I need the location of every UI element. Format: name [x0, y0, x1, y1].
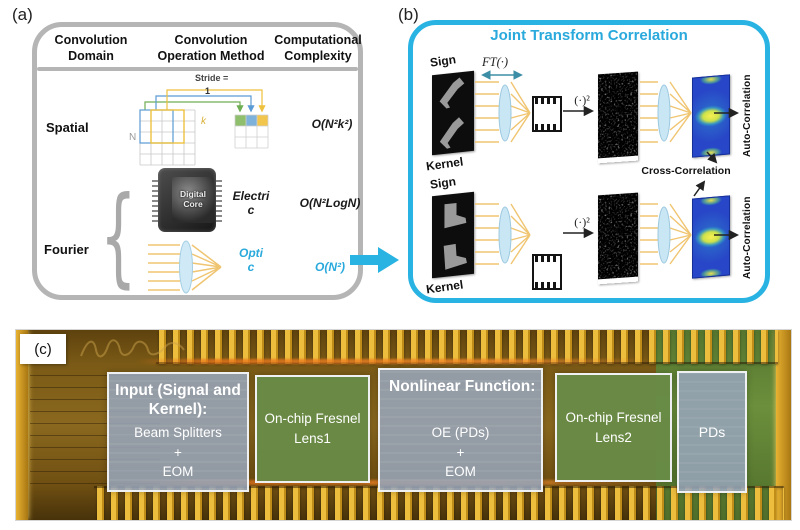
spatial-convolution-diagram: Stride = 1 N k: [129, 73, 269, 166]
chip-die-label: Digital Core: [180, 189, 206, 209]
square-law-label-row2: (·)²: [574, 215, 590, 229]
region-body: OE (PDs) + EOM: [431, 425, 490, 480]
auto-correlation-arrow-icon: [714, 230, 740, 240]
header-separator: [37, 67, 358, 71]
row-label-fourier: Fourier: [44, 242, 89, 257]
lens-stage-icon: [475, 81, 531, 143]
heel-shoe-icon: [439, 77, 465, 109]
region-fresnel-lens1: On-chip Fresnel Lens1: [255, 375, 370, 483]
filmstrip-perforations: [535, 124, 559, 130]
stride-label: Stride =: [195, 73, 228, 83]
complexity-optic: O(N²): [315, 260, 345, 274]
kernel-window-blue: [139, 109, 174, 144]
input-image-row2: [432, 191, 474, 279]
heel-shoe-icon: [439, 117, 465, 149]
cross-correlation-arrow-icon: [706, 151, 718, 164]
kernel-window-yellow: [150, 109, 185, 144]
chip-gold-left-edge: [16, 330, 28, 520]
chip-pins-left: [152, 178, 159, 222]
lens-stage-icon: [475, 203, 531, 265]
chip-micrograph: (c) Input (Signal and Kernel): Beam Spli…: [15, 329, 792, 521]
region-body: Beam Splitters + EOM: [134, 425, 222, 480]
complexity-electric: O(N²LogN): [299, 196, 361, 210]
cross-correlation-arrow-icon: [693, 180, 706, 197]
method-electric: Electric: [232, 189, 270, 217]
filmstrip-perforations: [535, 282, 559, 288]
digital-core-chip-icon: Digital Core: [152, 168, 222, 232]
square-law-arrow-icon: [563, 228, 595, 238]
region-fresnel-lens2: On-chip Fresnel Lens2: [555, 373, 672, 482]
n-dimension-label: N: [129, 132, 136, 143]
spectrum-noise-image-row2: [598, 192, 638, 285]
auto-correlation-arrow-icon: [714, 108, 740, 118]
k-dimension-label: k: [201, 116, 207, 127]
cross-correlation-label: Cross-Correlation: [641, 165, 731, 177]
boot-shoe-icon: [444, 202, 467, 228]
panel-a-label: (a): [12, 5, 33, 24]
region-body: On-chip Fresnel Lens1: [264, 411, 361, 446]
method-optic: Optic: [239, 246, 263, 274]
etched-handwriting: [80, 339, 185, 358]
column-header-complexity: Computational Complexity: [274, 33, 362, 63]
region-nonlinear-function: Nonlinear Function: OE (PDs) + EOM: [378, 368, 543, 492]
square-law-arrow-icon: [563, 106, 595, 116]
lens-stage-icon: [640, 81, 692, 143]
panel-b-label: (b): [398, 5, 419, 24]
complexity-spatial: O(N²k²): [311, 117, 353, 131]
column-header-domain: Convolution Domain: [54, 33, 128, 63]
region-heading: Nonlinear Function:: [389, 378, 536, 395]
waveguide-glow-top: [136, 359, 656, 364]
chip-die: Digital Core: [172, 177, 214, 223]
region-input-signal-kernel: Input (Signal and Kernel): Beam Splitter…: [107, 372, 249, 492]
chip-pins-right: [215, 178, 222, 222]
panel-b-title: Joint Transform Correlation: [490, 27, 688, 44]
chip-gold-right-edge: [776, 330, 791, 520]
fourier-brace: {: [100, 173, 137, 299]
input-image-row1: [432, 70, 474, 156]
filmstrip-perforations: [535, 256, 559, 262]
output-grid: [234, 114, 269, 149]
filmstrip-icon: [532, 254, 562, 290]
square-law-label-row1: (·)²: [574, 93, 590, 107]
panel-link-arrow-icon: [350, 247, 399, 273]
region-heading: Input (Signal and Kernel):: [115, 382, 241, 419]
region-body: On-chip Fresnel Lens2: [565, 409, 662, 445]
column-header-method: Convolution Operation Method: [157, 33, 265, 63]
panel-c-label: (c): [20, 334, 66, 364]
row-label-spatial: Spatial: [46, 120, 89, 135]
optical-lens-icon: [148, 240, 222, 294]
fourier-transform-label: FT(·): [482, 55, 509, 69]
input-grid: [139, 109, 196, 166]
region-pds: PDs: [677, 371, 747, 493]
lens-stage-icon: [640, 203, 692, 265]
spectrum-noise-image-row1: [598, 71, 638, 164]
chip-body: Digital Core: [158, 168, 216, 232]
filmstrip-icon: [532, 96, 562, 132]
ft-double-arrow-icon: [481, 70, 523, 80]
stride-value: 1: [205, 86, 210, 96]
bond-pads-top: [156, 330, 778, 364]
boot-shoe-icon: [443, 243, 467, 270]
region-body: PDs: [698, 423, 726, 440]
filmstrip-perforations: [535, 98, 559, 104]
